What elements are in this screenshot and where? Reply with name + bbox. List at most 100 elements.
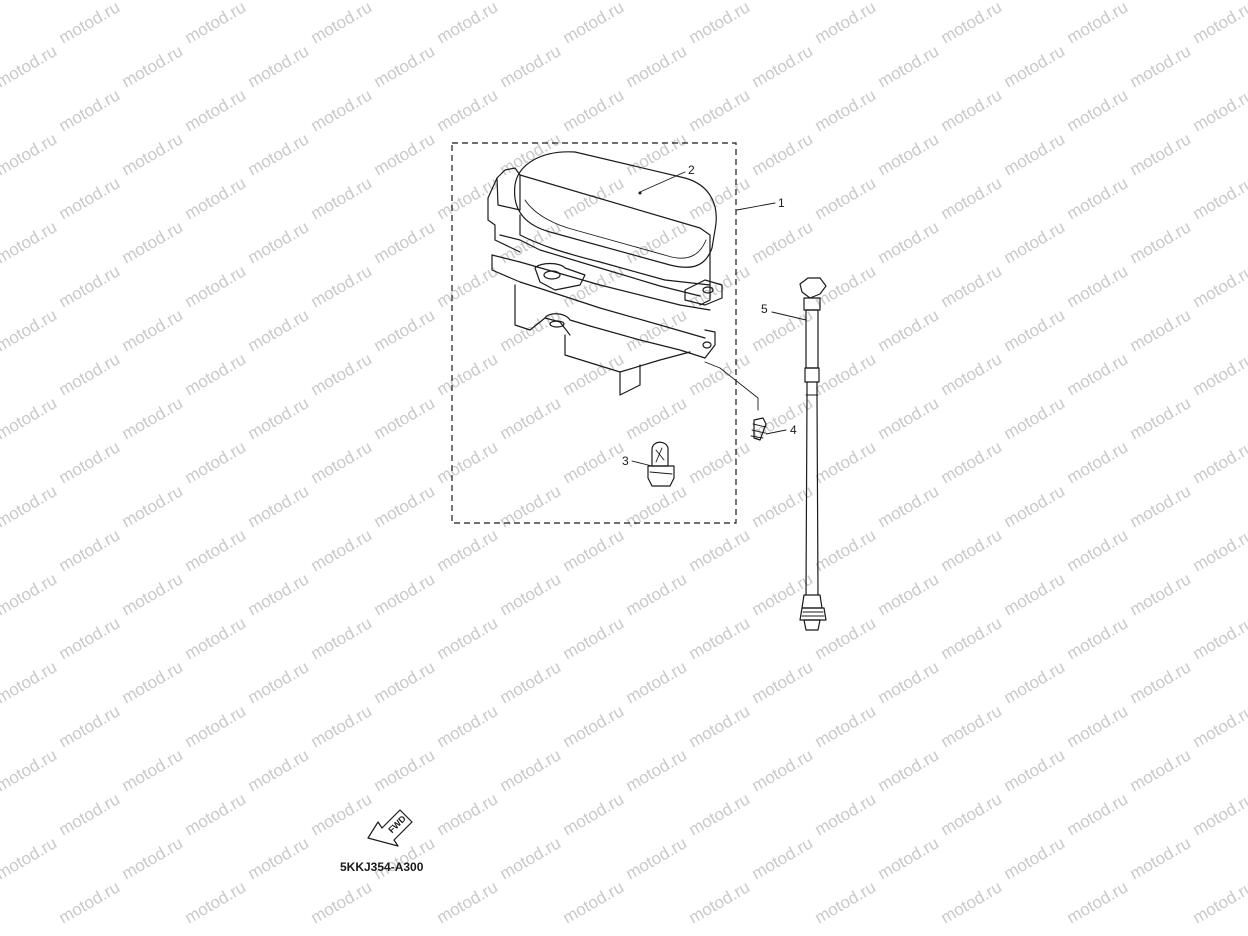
- watermark-text: motod.ru: [938, 349, 1006, 399]
- watermark-text: motod.ru: [1190, 613, 1248, 663]
- watermark-text: motod.ru: [245, 0, 313, 3]
- watermark-text: motod.ru: [938, 437, 1006, 487]
- watermark-text: motod.ru: [434, 85, 502, 135]
- watermark-text: motod.ru: [560, 613, 628, 663]
- callout-2: 2: [688, 163, 695, 177]
- watermark-text: motod.ru: [812, 525, 880, 575]
- bulb-socket: [647, 441, 675, 487]
- watermark-text: motod.ru: [1127, 569, 1195, 619]
- watermark-text: motod.ru: [875, 305, 943, 355]
- watermark-text: motod.ru: [560, 525, 628, 575]
- watermark-text: motod.ru: [749, 833, 817, 883]
- watermark-text: motod.ru: [1001, 393, 1069, 443]
- watermark-text: motod.ru: [1001, 481, 1069, 531]
- watermark-text: motod.ru: [56, 789, 124, 839]
- watermark-text: motod.ru: [1127, 129, 1195, 179]
- watermark-text: motod.ru: [182, 877, 250, 927]
- watermark-text: motod.ru: [0, 569, 60, 619]
- watermark-text: motod.ru: [1064, 613, 1132, 663]
- watermark-text: motod.ru: [812, 701, 880, 751]
- watermark-text: motod.ru: [812, 437, 880, 487]
- watermark-text: motod.ru: [1001, 305, 1069, 355]
- watermark-text: motod.ru: [1064, 525, 1132, 575]
- watermark-text: motod.ru: [182, 0, 250, 47]
- watermark-text: motod.ru: [245, 481, 313, 531]
- watermark-text: motod.ru: [56, 525, 124, 575]
- watermark-text: motod.ru: [0, 41, 60, 91]
- watermark-text: motod.ru: [1064, 173, 1132, 223]
- watermark-text: motod.ru: [938, 613, 1006, 663]
- watermark-text: motod.ru: [1127, 481, 1195, 531]
- watermark-text: motod.ru: [875, 217, 943, 267]
- watermark-text: motod.ru: [1190, 437, 1248, 487]
- watermark-text: motod.ru: [56, 0, 124, 47]
- watermark-text: motod.ru: [182, 437, 250, 487]
- screw: [750, 417, 767, 441]
- watermark-text: motod.ru: [623, 393, 691, 443]
- watermark-text: motod.ru: [749, 217, 817, 267]
- watermark-text: motod.ru: [308, 877, 376, 927]
- watermark-text: motod.ru: [938, 173, 1006, 223]
- watermark-text: motod.ru: [497, 745, 565, 795]
- watermark-text: motod.ru: [749, 657, 817, 707]
- watermark-text: motod.ru: [686, 437, 754, 487]
- watermark-text: motod.ru: [56, 349, 124, 399]
- watermark-text: motod.ru: [623, 217, 691, 267]
- watermark-text: motod.ru: [1127, 0, 1195, 3]
- watermark-text: motod.ru: [812, 877, 880, 927]
- watermark-text: motod.ru: [497, 41, 565, 91]
- watermark-text: motod.ru: [623, 0, 691, 3]
- watermark-text: motod.ru: [875, 41, 943, 91]
- watermark-text: motod.ru: [1127, 217, 1195, 267]
- watermark-text: motod.ru: [1001, 745, 1069, 795]
- watermark-text: motod.ru: [1190, 261, 1248, 311]
- watermark-text: motod.ru: [749, 41, 817, 91]
- watermark-text: motod.ru: [497, 393, 565, 443]
- watermark-text: motod.ru: [1127, 833, 1195, 883]
- watermark-text: motod.ru: [686, 701, 754, 751]
- watermark-text: motod.ru: [875, 833, 943, 883]
- watermark-text: motod.ru: [812, 85, 880, 135]
- watermark-text: motod.ru: [812, 261, 880, 311]
- watermark-text: motod.ru: [371, 217, 439, 267]
- watermark-text: motod.ru: [245, 129, 313, 179]
- watermark-text: motod.ru: [686, 0, 754, 47]
- watermark-text: motod.ru: [0, 305, 60, 355]
- watermark-text: motod.ru: [686, 173, 754, 223]
- watermark-text: motod.ru: [434, 437, 502, 487]
- watermark-text: motod.ru: [182, 85, 250, 135]
- watermark-text: motod.ru: [119, 833, 187, 883]
- watermark-text: motod.ru: [623, 41, 691, 91]
- watermark-text: motod.ru: [1190, 0, 1248, 47]
- watermark-text: motod.ru: [1064, 437, 1132, 487]
- watermark-text: motod.ru: [938, 701, 1006, 751]
- watermark-text: motod.ru: [308, 701, 376, 751]
- watermark-text: motod.ru: [182, 789, 250, 839]
- watermark-text: motod.ru: [875, 481, 943, 531]
- watermark-text: motod.ru: [371, 481, 439, 531]
- watermark-text: motod.ru: [119, 481, 187, 531]
- watermark-text: motod.ru: [560, 0, 628, 47]
- watermark-text: motod.ru: [560, 85, 628, 135]
- watermark-text: motod.ru: [308, 525, 376, 575]
- watermark-text: motod.ru: [0, 481, 60, 531]
- watermark-text: motod.ru: [1190, 701, 1248, 751]
- watermark-text: motod.ru: [245, 569, 313, 619]
- watermark-text: motod.ru: [749, 0, 817, 3]
- watermark-text: motod.ru: [182, 701, 250, 751]
- watermark-text: motod.ru: [1001, 41, 1069, 91]
- watermark-text: motod.ru: [371, 0, 439, 3]
- callout-1: 1: [778, 196, 785, 210]
- watermark-text: motod.ru: [875, 129, 943, 179]
- watermark-text: motod.ru: [119, 305, 187, 355]
- watermark-text: motod.ru: [434, 261, 502, 311]
- callout-3: 3: [622, 454, 629, 468]
- watermark-text: motod.ru: [1001, 833, 1069, 883]
- watermark-text: motod.ru: [1127, 745, 1195, 795]
- meter-lens: [513, 151, 717, 268]
- watermark-text: motod.ru: [119, 129, 187, 179]
- watermark-text: motod.ru: [0, 0, 60, 3]
- watermark-text: motod.ru: [749, 745, 817, 795]
- watermark-text: motod.ru: [434, 877, 502, 927]
